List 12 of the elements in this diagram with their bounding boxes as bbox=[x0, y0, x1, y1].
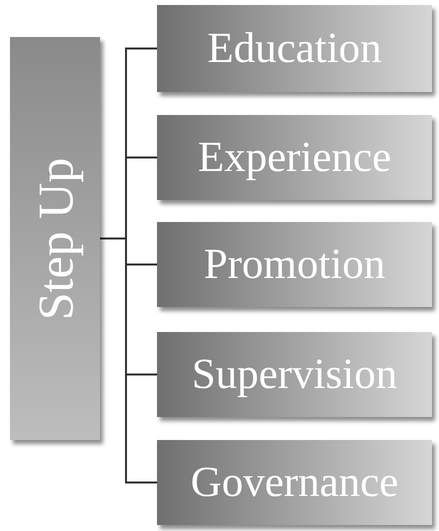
category-box bbox=[157, 332, 432, 417]
category-box bbox=[157, 222, 432, 307]
category-box bbox=[157, 440, 432, 525]
box-label: Education bbox=[207, 27, 382, 70]
box-label: Supervision bbox=[192, 353, 398, 396]
box-label: Governance bbox=[190, 461, 398, 504]
box-label: Promotion bbox=[204, 243, 386, 286]
category-box bbox=[157, 5, 432, 92]
connector-line bbox=[100, 238, 157, 484]
title-bar bbox=[10, 37, 100, 440]
box-label: Experience bbox=[198, 136, 392, 179]
category-box bbox=[157, 115, 432, 200]
